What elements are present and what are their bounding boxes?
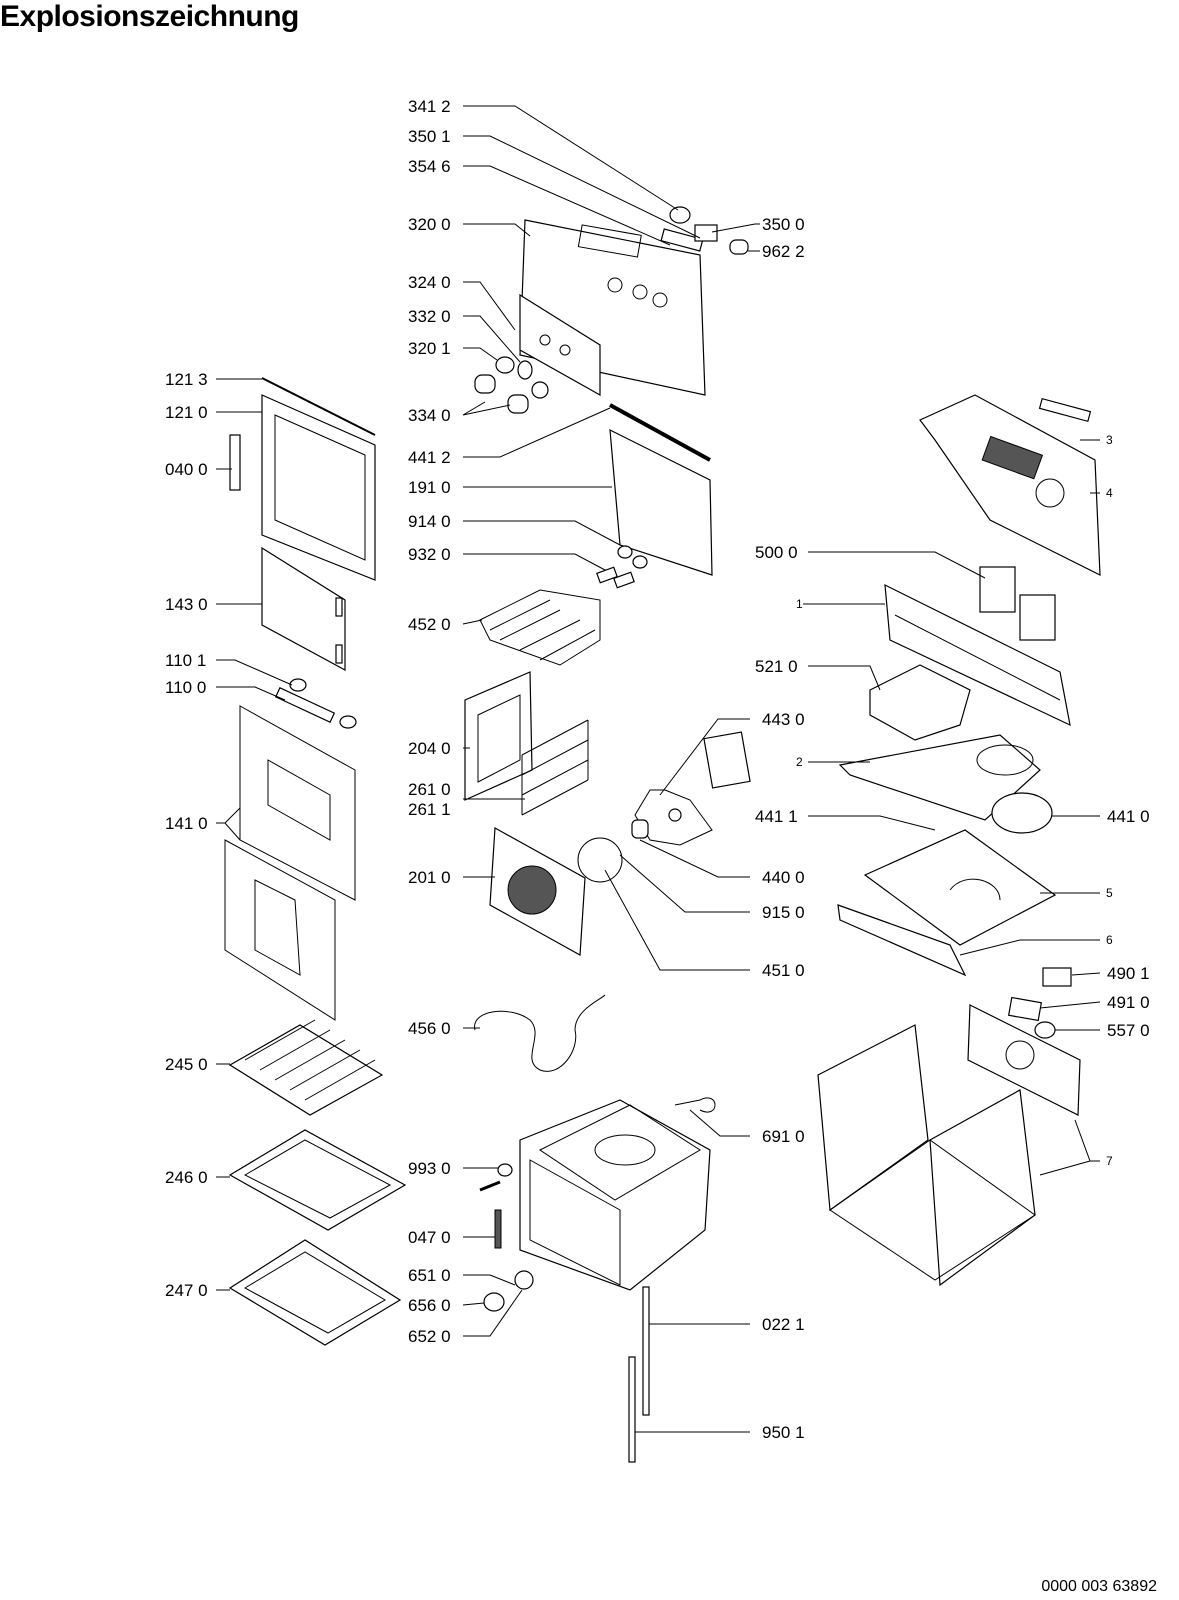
callout-2: 2	[796, 755, 803, 769]
callout-490-1: 490 1	[1107, 964, 1150, 983]
callout-521-0: 521 0	[755, 657, 798, 676]
callout-440-0: 440 0	[762, 868, 805, 887]
callout-3: 3	[1106, 433, 1113, 447]
callout-320-1: 320 1	[408, 339, 451, 358]
callout-491-0: 491 0	[1107, 993, 1150, 1012]
callout-047-0: 047 0	[408, 1228, 451, 1247]
callout-201-0: 201 0	[408, 868, 451, 887]
callout-962-2: 962 2	[762, 242, 805, 261]
callout-652-0: 652 0	[408, 1327, 451, 1346]
leader-lines	[216, 105, 1101, 1433]
callout-245-0: 245 0	[165, 1055, 208, 1074]
callout-691-0: 691 0	[762, 1127, 805, 1146]
callout-993-0: 993 0	[408, 1159, 451, 1178]
callout-7: 7	[1106, 1154, 1113, 1168]
callout-441-0: 441 0	[1107, 807, 1150, 826]
callout-914-0: 914 0	[408, 512, 451, 531]
callout-334-0: 334 0	[408, 406, 451, 425]
callout-651-0: 651 0	[408, 1266, 451, 1285]
callout-143-0: 143 0	[165, 595, 208, 614]
callout-4: 4	[1106, 486, 1113, 500]
callout-557-0: 557 0	[1107, 1021, 1150, 1040]
callout-5: 5	[1106, 886, 1113, 900]
callout-350-1: 350 1	[408, 127, 451, 146]
callout-656-0: 656 0	[408, 1296, 451, 1315]
callout-121-0: 121 0	[165, 403, 208, 422]
callout-022-1: 022 1	[762, 1315, 805, 1334]
callout-443-0: 443 0	[762, 710, 805, 729]
callout-246-0: 246 0	[165, 1168, 208, 1187]
callout-324-0: 324 0	[408, 273, 451, 292]
callout-204-0: 204 0	[408, 739, 451, 758]
callout-500-0: 500 0	[755, 543, 798, 562]
callout-110-1: 110 1	[165, 651, 206, 670]
callout-121-3: 121 3	[165, 370, 208, 389]
callout-261-0: 261 0	[408, 780, 451, 799]
callout-1: 1	[796, 597, 803, 611]
callout-915-0: 915 0	[762, 903, 805, 922]
part-drawings	[224, 206, 1101, 1463]
callout-451-0: 451 0	[762, 961, 805, 980]
callout-labels: 341 2 350 1 354 6 320 0 350 0 962 2 324 …	[165, 97, 1150, 1442]
callout-6: 6	[1106, 933, 1113, 947]
callout-247-0: 247 0	[165, 1281, 208, 1300]
callout-261-1: 261 1	[408, 800, 451, 819]
callout-350-0: 350 0	[762, 215, 805, 234]
callout-456-0: 456 0	[408, 1019, 451, 1038]
callout-191-0: 191 0	[408, 478, 451, 497]
callout-354-6: 354 6	[408, 157, 451, 176]
callout-441-2: 441 2	[408, 448, 451, 467]
callout-950-1: 950 1	[762, 1423, 805, 1442]
callout-332-0: 332 0	[408, 307, 451, 326]
callout-110-0: 110 0	[165, 678, 206, 697]
callout-141-0: 141 0	[165, 814, 208, 833]
callout-452-0: 452 0	[408, 615, 451, 634]
page-title: Explosionszeichnung	[0, 0, 299, 33]
callout-320-0-top: 320 0	[408, 215, 451, 234]
callout-441-1: 441 1	[755, 807, 798, 826]
callout-932-0: 932 0	[408, 545, 451, 564]
document-number: 0000 003 63892	[1041, 1578, 1157, 1595]
callout-040-0: 040 0	[165, 460, 208, 479]
callout-341-2: 341 2	[408, 97, 451, 116]
